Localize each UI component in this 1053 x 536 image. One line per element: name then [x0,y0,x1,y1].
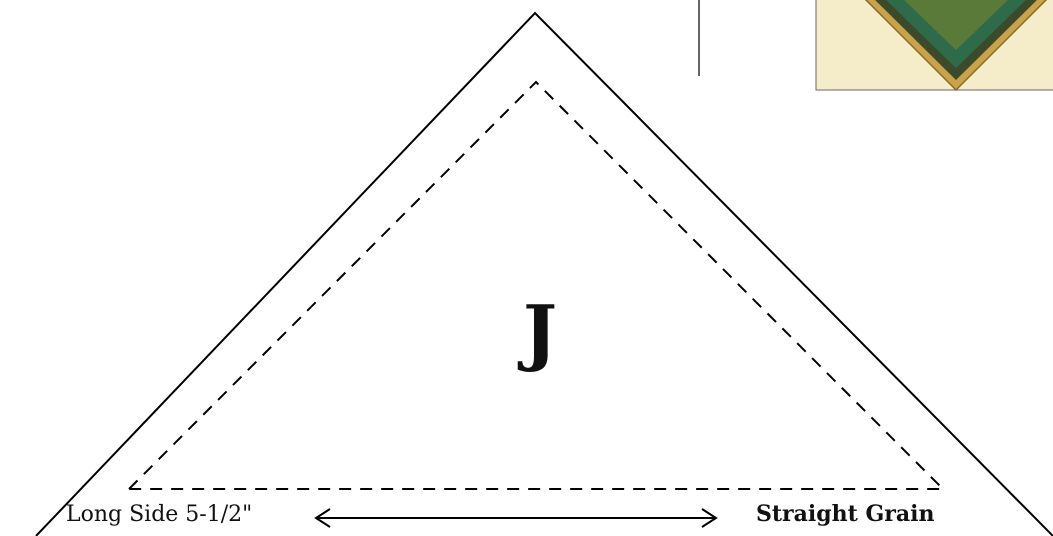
piece-letter: J [522,289,558,374]
thumbnail-diagram [815,0,1053,92]
arrowhead-left-icon [314,508,331,528]
cutting-line [35,11,1053,536]
grain-label: Straight Grain [756,501,935,527]
thumbnail-fabric-edge [864,0,1048,92]
thumbnail-fabric-detail [904,0,1008,50]
arrowhead-right-icon [701,508,718,528]
measurement-label: Long Side 5-1/2" [66,502,253,527]
seam-line [126,80,946,490]
grain-arrow [314,508,718,528]
